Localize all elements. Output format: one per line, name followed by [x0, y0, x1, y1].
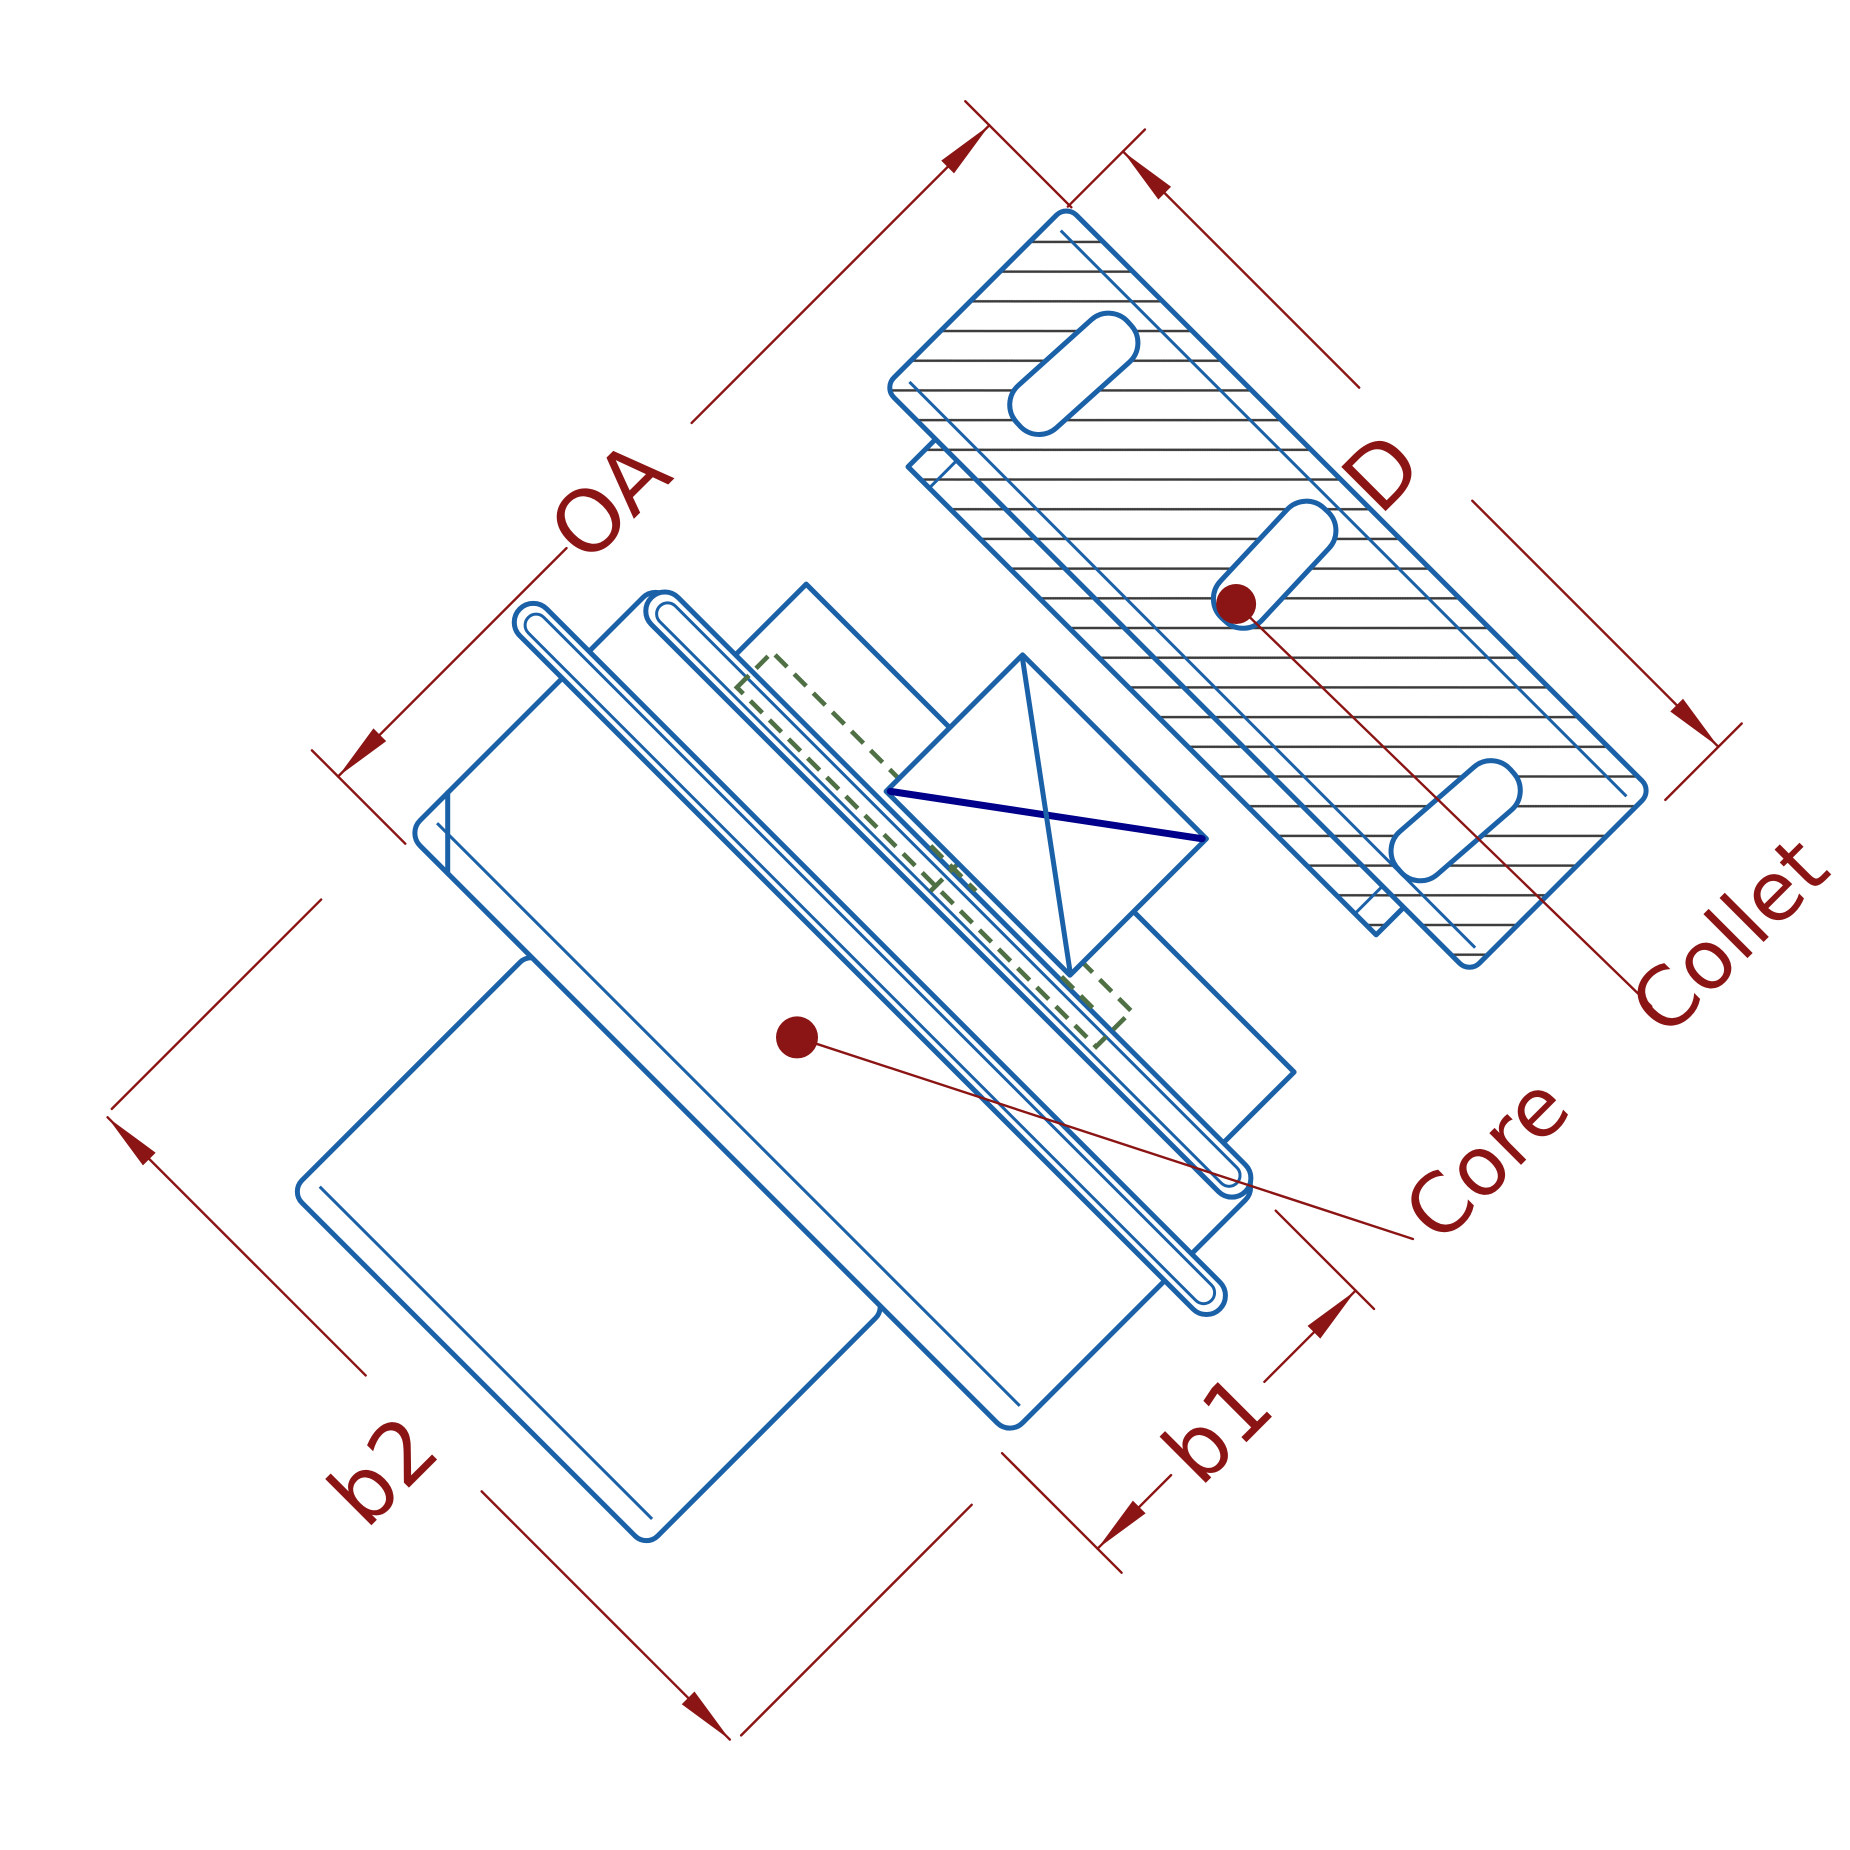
- collet-callout-dot: [1216, 583, 1257, 624]
- b2-extension-line-top: [110, 898, 323, 1111]
- b1-extension-line-right: [1274, 1209, 1376, 1311]
- d-extension-line-top: [1066, 128, 1147, 208]
- oa-extension-line-right: [964, 100, 1073, 209]
- core-flange-disc-small-inner-line: [655, 601, 1242, 1188]
- oa-dimension-line-right-segment: [690, 124, 991, 425]
- d-arrowhead-bottom: [1670, 698, 1719, 747]
- tip-cross-diagonal-blue: [1020, 656, 1073, 974]
- label-oa: OA: [531, 422, 690, 581]
- b2-extension-line-bottom: [739, 1503, 973, 1737]
- core-leader-line: [795, 1036, 1415, 1241]
- keyway-center-mark-vertical: [929, 844, 978, 893]
- label-b2: b2: [310, 1398, 458, 1546]
- b2-arrowhead-bottom: [681, 1691, 730, 1740]
- collet-leader-line: [1234, 602, 1653, 1008]
- core-flange-disc-large-inner-line: [523, 612, 1217, 1306]
- oa-arrowhead-right: [941, 125, 990, 174]
- oa-extension-line-left: [310, 749, 407, 845]
- collet-left-face-inner-line: [908, 380, 1477, 949]
- b2-dimension-line-top-segment: [106, 1116, 367, 1377]
- collet-section: [887, 208, 1649, 970]
- rotated-drawing-frame: OA D b1: [106, 100, 1847, 1741]
- keyway-center-tick: [1059, 974, 1095, 1010]
- label-collet: Collet: [1613, 820, 1847, 1054]
- label-core: Core: [1387, 1059, 1588, 1260]
- core-callout-dot: [776, 1016, 819, 1059]
- collet-slot-top: [1007, 310, 1141, 437]
- d-arrowhead-top: [1122, 151, 1172, 200]
- b2-arrowhead-top: [107, 1117, 156, 1166]
- core-small-cylinder-face-line: [318, 1185, 654, 1521]
- d-extension-line-bottom: [1664, 722, 1743, 802]
- oa-arrowhead-left: [338, 728, 387, 777]
- b1-arrowhead-left: [1097, 1500, 1146, 1549]
- core-tip: [883, 652, 1209, 978]
- b1-arrowhead-right: [1307, 1290, 1356, 1339]
- b1-extension-line-left: [1000, 1452, 1123, 1574]
- collet-right-face-inner-line: [1059, 229, 1628, 798]
- core-body-face-inner-line: [436, 822, 1021, 1407]
- core-flange-disc-large: [511, 600, 1228, 1318]
